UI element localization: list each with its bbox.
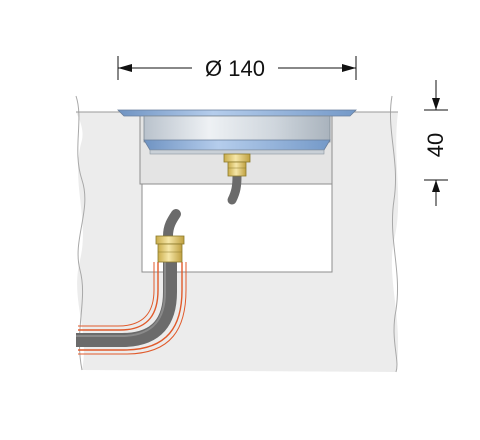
depth-label: 40 — [423, 133, 448, 157]
diameter-arrow-right — [342, 64, 356, 72]
cable-gland-body — [157, 243, 183, 263]
diameter-label: Ø 140 — [205, 56, 265, 81]
cable-gland-nut — [155, 235, 185, 245]
depth-arrow-top — [432, 98, 440, 110]
housing-body — [143, 115, 331, 143]
conduit-sleeve-outer — [78, 262, 159, 331]
housing-gland-nut — [223, 153, 251, 163]
depth-arrow-bottom — [432, 180, 440, 192]
conduit-sleeve-inner — [78, 262, 183, 351]
conduit-sleeve-outer-2 — [78, 262, 155, 327]
right-break-line — [389, 95, 399, 373]
conduit-sleeve-inner-2 — [78, 262, 187, 355]
diameter-arrow-left — [118, 64, 132, 72]
supply-cable — [76, 248, 177, 347]
housing-flange — [117, 109, 357, 117]
left-break-line — [75, 95, 86, 371]
housing-bottom-ring — [143, 139, 331, 151]
supply-cable-highlight — [76, 250, 166, 337]
housing-cable — [227, 171, 242, 205]
cavity-cable — [163, 209, 181, 241]
housing-gland-body — [227, 161, 247, 177]
housing-base — [149, 149, 325, 155]
